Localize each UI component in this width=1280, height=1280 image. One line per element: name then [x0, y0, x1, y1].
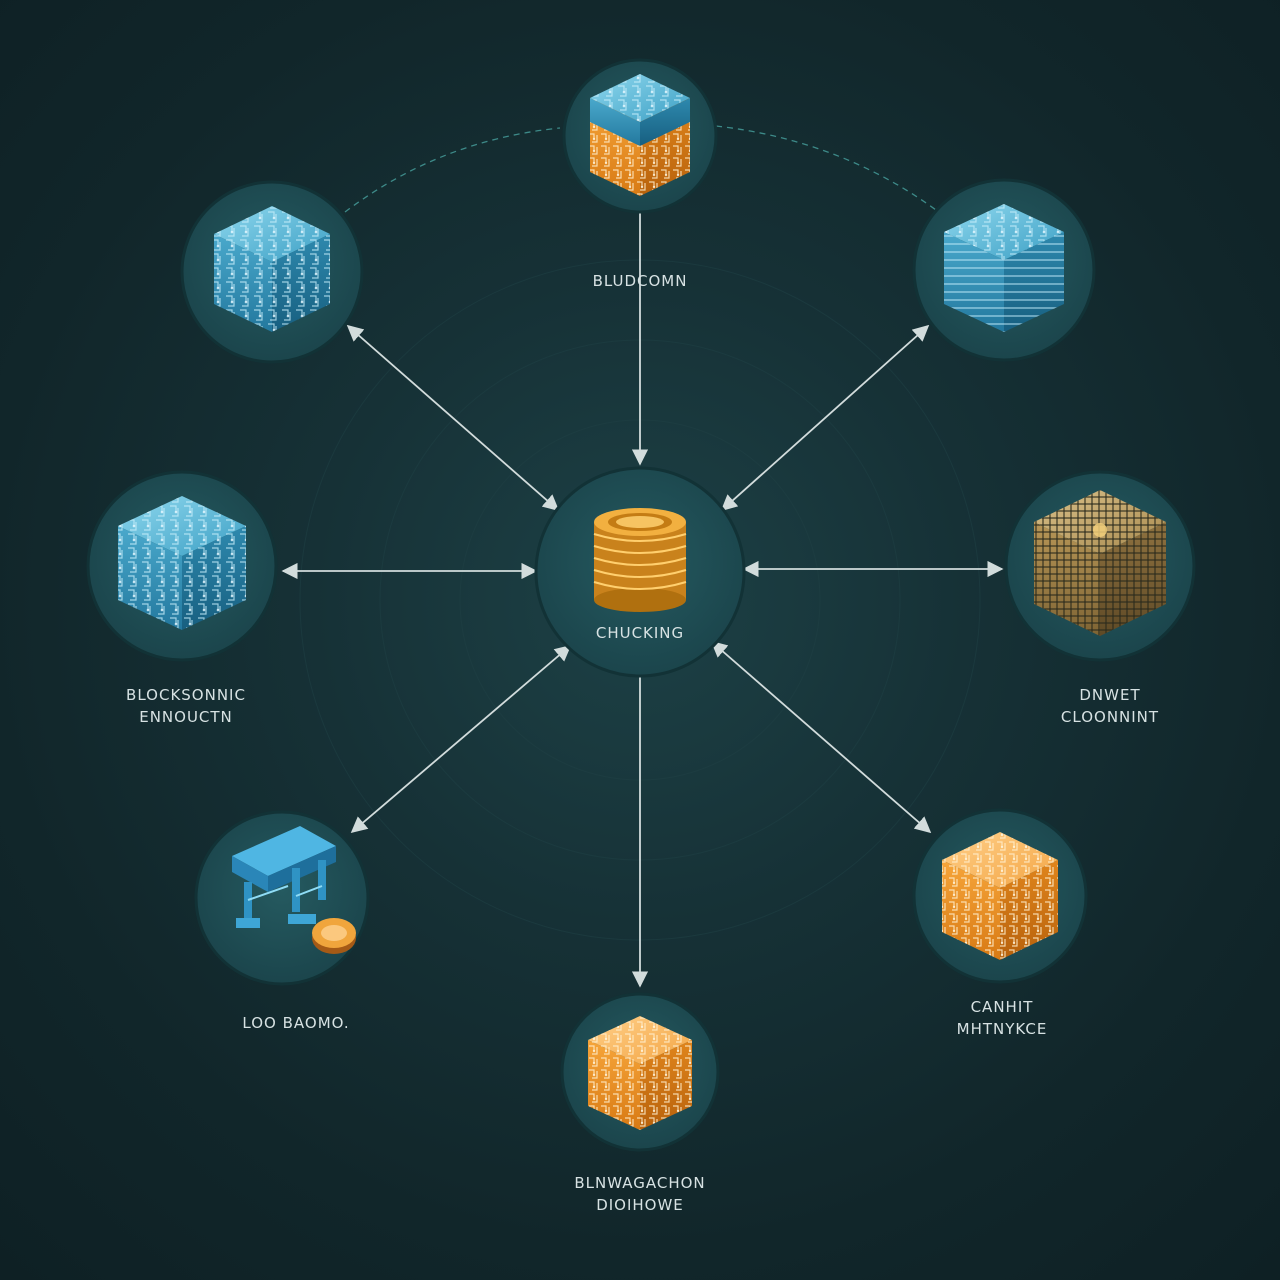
- center-label: CHUCKING: [560, 622, 720, 644]
- arc-connector-left: [344, 127, 561, 213]
- node-lower-left-label: LOO BAOMO.: [196, 1012, 396, 1034]
- connector-upper-left: [346, 324, 560, 512]
- coin-stack-icon: [593, 508, 687, 612]
- connectors: [281, 212, 1004, 988]
- node-lower-right-label-line-1: CANHIT: [970, 998, 1034, 1016]
- node-right[interactable]: [1004, 470, 1196, 662]
- center-label-text: CHUCKING: [595, 624, 685, 642]
- node-left-label-line-1: BLOCKSONNIC: [126, 686, 246, 704]
- blue-circuit-cube-icon: [118, 496, 246, 630]
- node-bottom-label-line-2: DIOIHOWE: [596, 1196, 684, 1214]
- node-top-label-line-1: BLUDCOMN: [592, 272, 688, 290]
- node-left-label-line-2: ENNOUCTN: [139, 708, 233, 726]
- node-right-label-line-2: CLOONNINT: [1060, 708, 1160, 726]
- connector-lower-left: [350, 644, 572, 834]
- node-bottom-label: BLNWAGACHON DIOIHOWE: [530, 1172, 750, 1216]
- gold-mesh-cube-icon: [1034, 490, 1166, 636]
- node-lower-right-label-line-2: MHTNYKCE: [956, 1020, 1048, 1038]
- mining-machine-icon: [232, 826, 356, 954]
- blue-orange-block-icon: [590, 74, 690, 196]
- node-upper-right[interactable]: [912, 178, 1096, 362]
- node-upper-left[interactable]: [180, 180, 364, 364]
- connector-upper-right: [720, 324, 930, 512]
- node-right-label-line-1: DNWET: [1079, 686, 1141, 704]
- node-bottom[interactable]: [560, 992, 720, 1152]
- node-lower-right[interactable]: [912, 808, 1088, 984]
- node-left-label: BLOCKSONNIC ENNOUCTN: [86, 684, 286, 728]
- center-node[interactable]: [534, 466, 746, 678]
- node-lower-left[interactable]: [194, 810, 370, 986]
- node-right-label: DNWET CLOONNINT: [1010, 684, 1210, 728]
- node-lower-left-label-line-1: LOO BAOMO.: [242, 1014, 350, 1032]
- connector-lower-right: [710, 640, 932, 834]
- node-top-label: BLUDCOMN: [540, 270, 740, 292]
- node-lower-right-label: CANHIT MHTNYKCE: [902, 996, 1102, 1040]
- orange-circuit-cube-icon: [588, 1016, 692, 1130]
- arc-connector-right: [715, 125, 937, 211]
- node-bottom-label-line-1: BLNWAGACHON: [574, 1174, 706, 1192]
- orange-cube-icon: [942, 832, 1058, 960]
- blue-cube-icon: [214, 206, 330, 332]
- node-left[interactable]: [86, 470, 278, 662]
- node-top[interactable]: [562, 58, 718, 214]
- blue-layered-cube-icon: [944, 204, 1064, 332]
